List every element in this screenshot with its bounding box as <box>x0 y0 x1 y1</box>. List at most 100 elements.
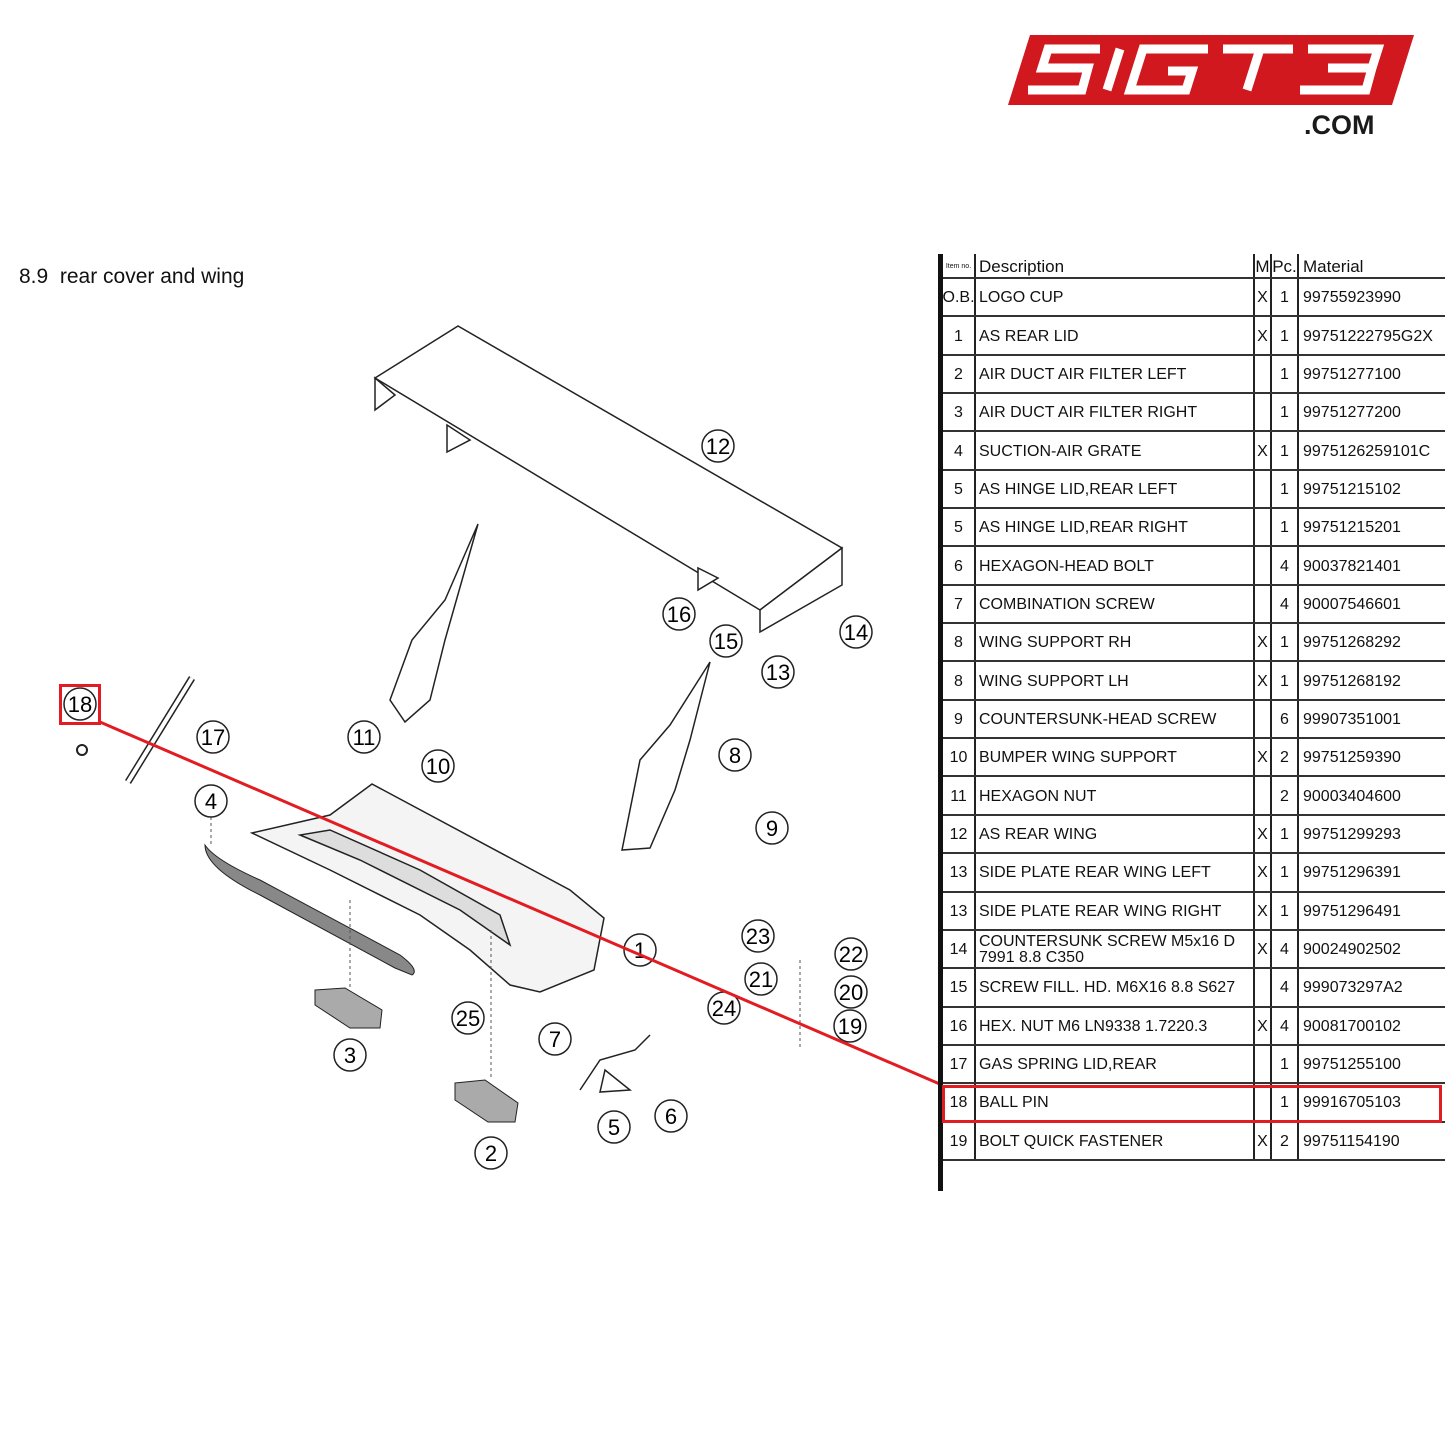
hinge-drawing <box>579 1034 651 1093</box>
header-pc: Pc. <box>1272 254 1299 277</box>
cell-m: X <box>1255 624 1272 661</box>
cell-pc: 4 <box>1272 930 1299 968</box>
parts-table: Item no. Description M Pc. Material O.B.… <box>938 254 1445 1191</box>
cell-m <box>1255 1045 1272 1083</box>
section-title: 8.9 rear cover and wing <box>19 265 244 289</box>
callout-circle <box>834 975 868 1009</box>
callout-18: 18 <box>63 687 97 721</box>
cell-material: 99751259390 <box>1303 749 1401 767</box>
callout-circle <box>421 749 455 783</box>
cell-item: 18 <box>943 1084 976 1121</box>
cell-material: 99751277200 <box>1303 404 1401 422</box>
cell-item: 3 <box>943 394 976 431</box>
highlight-connector-line <box>99 720 940 1086</box>
callout-label: 11 <box>353 725 376 750</box>
cell-item: 16 <box>943 1007 976 1044</box>
cell-pc: 4 <box>1272 969 1299 1006</box>
rear-lid-drawing <box>249 783 605 993</box>
cell-material: 99751268292 <box>1303 634 1401 652</box>
cell-item: 14 <box>943 930 976 968</box>
cell-pc: 1 <box>1272 1084 1299 1121</box>
cell-material: 99751277100 <box>1303 365 1401 383</box>
callout-16: 16 <box>662 597 696 631</box>
section-name: rear cover and wing <box>59 265 245 288</box>
callout-6: 6 <box>654 1099 688 1133</box>
callout-label: 21 <box>749 967 773 992</box>
cell-item: 6 <box>943 547 976 584</box>
cell-description: BALL PIN <box>976 1084 1255 1121</box>
cell-description: SUCTION-AIR GRATE <box>976 432 1255 469</box>
callout-label: 20 <box>839 980 863 1005</box>
callout-19: 19 <box>833 1009 867 1043</box>
cell-item: 5 <box>943 470 976 508</box>
cell-description: AIR DUCT AIR FILTER RIGHT <box>976 394 1255 431</box>
cell-pc: 6 <box>1272 700 1299 738</box>
cell-item: 13 <box>943 892 976 929</box>
callout-label: 19 <box>838 1014 862 1039</box>
cell-description: AS REAR WING <box>976 815 1255 853</box>
cell-material: 90003404600 <box>1303 787 1401 805</box>
cell-material: 90037821401 <box>1303 557 1401 575</box>
callout-circle <box>718 738 752 772</box>
callout-label: 6 <box>665 1104 677 1129</box>
cell-pc: 1 <box>1272 355 1299 393</box>
cell-item: 8 <box>943 624 976 661</box>
cell-description: COUNTERSUNK-HEAD SCREW <box>976 700 1255 738</box>
cell-pc: 1 <box>1272 432 1299 469</box>
callout-circle <box>834 937 868 971</box>
cell-pc: 1 <box>1272 815 1299 853</box>
cell-description: WING SUPPORT RH <box>976 624 1255 661</box>
cell-m <box>1255 547 1272 584</box>
callout-circle <box>839 615 873 649</box>
callout-label: 15 <box>714 629 738 654</box>
callout-circle <box>701 429 735 463</box>
cell-item: 10 <box>943 739 976 776</box>
callout-12: 12 <box>701 429 735 463</box>
callout-24: 24 <box>707 991 741 1025</box>
cell-material: 999073297A2 <box>1303 979 1403 997</box>
cell-material: 99751296491 <box>1303 902 1401 920</box>
callout-circle <box>709 624 743 658</box>
callout-14: 14 <box>839 615 873 649</box>
cell-pc: 4 <box>1272 547 1299 584</box>
callout-label: 10 <box>426 754 450 779</box>
callout-circle <box>451 1001 485 1035</box>
cell-description: BOLT QUICK FASTENER <box>976 1122 1255 1159</box>
cell-material: 99751215201 <box>1303 519 1401 537</box>
cell-description: AS HINGE LID,REAR RIGHT <box>976 509 1255 546</box>
cell-pc: 1 <box>1272 1045 1299 1083</box>
cell-material: 99751215102 <box>1303 480 1401 498</box>
callout-15: 15 <box>709 624 743 658</box>
cell-m <box>1255 394 1272 431</box>
cell-item: 8 <box>943 662 976 699</box>
cell-material: 90007546601 <box>1303 595 1401 613</box>
cell-pc: 2 <box>1272 739 1299 776</box>
sigt3-logo <box>1008 35 1414 105</box>
callout-label: 25 <box>456 1006 480 1031</box>
section-number: 8.9 <box>19 265 49 288</box>
